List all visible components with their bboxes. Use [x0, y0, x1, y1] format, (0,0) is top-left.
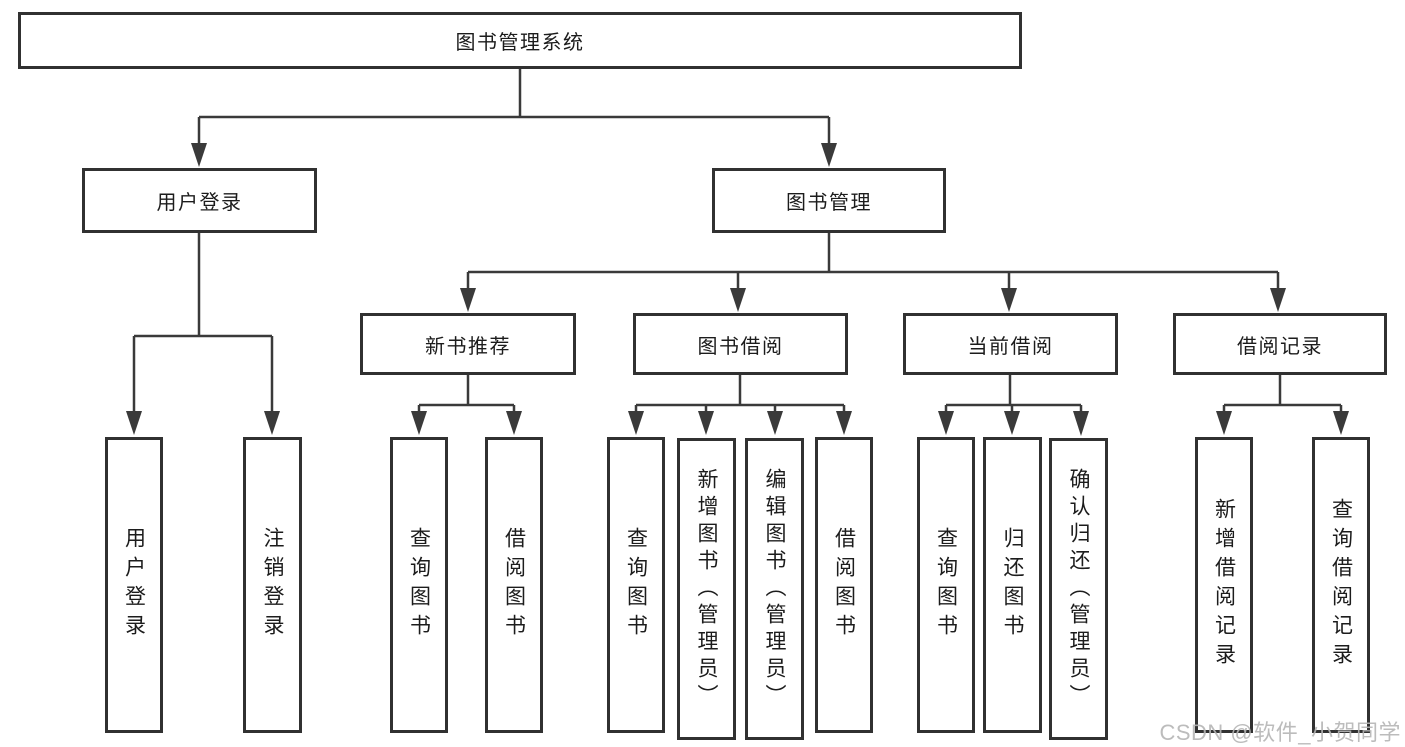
node-new-book-recommendation: 新书推荐 [360, 313, 576, 375]
node-label: 借阅记录 [1237, 335, 1323, 358]
node-label: 借阅图书 [832, 527, 856, 643]
node-label: 用户登录 [156, 192, 243, 214]
node-label: 用户登录 [122, 527, 146, 643]
node-leaf-borrow-books-recommend: 借阅图书 [485, 437, 543, 733]
node-leaf-edit-book-admin: 编辑图书（管理员） [745, 438, 804, 740]
node-label: 查询借阅记录 [1329, 498, 1353, 672]
node-label: 当前借阅 [967, 335, 1054, 358]
node-leaf-user-login: 用户登录 [105, 437, 163, 733]
node-leaf-query-borrow-record: 查询借阅记录 [1312, 437, 1370, 733]
watermark: CSDN @软件_小贺同学 [1159, 720, 1401, 745]
node-label: 借阅图书 [502, 527, 526, 643]
node-current-borrowing: 当前借阅 [903, 313, 1118, 375]
node-label: 查询图书 [624, 527, 648, 643]
node-label: 新书推荐 [425, 335, 511, 358]
node-label: 查询图书 [407, 527, 431, 643]
node-book-management: 图书管理 [712, 168, 946, 233]
branch-current-borrow [944, 375, 1083, 414]
node-library-management-system: 图书管理系统 [18, 12, 1022, 69]
node-leaf-add-borrow-record: 新增借阅记录 [1195, 437, 1253, 733]
node-leaf-query-books-recommend: 查询图书 [390, 437, 448, 733]
branch-book-borrow [634, 375, 846, 414]
branch-user-login [132, 233, 274, 414]
node-leaf-confirm-return-admin: 确认归还（管理员） [1049, 438, 1108, 740]
node-label: 图书管理 [786, 192, 872, 214]
node-label: 图书管理系统 [455, 32, 585, 54]
node-label: 注销登录 [261, 527, 284, 643]
branch-book-mgmt [466, 233, 1280, 291]
arrowheads [126, 143, 1349, 436]
node-label: 新增借阅记录 [1212, 498, 1236, 672]
node-leaf-return-book: 归还图书 [983, 437, 1042, 733]
node-label: 查询图书 [934, 527, 958, 643]
node-label: 确认归还（管理员） [1067, 467, 1090, 711]
node-label: 编辑图书（管理员） [763, 467, 786, 711]
node-label: 图书借阅 [697, 335, 784, 358]
node-book-borrowing: 图书借阅 [633, 313, 848, 375]
node-leaf-query-books-borrow: 查询图书 [607, 437, 665, 733]
node-user-login: 用户登录 [82, 168, 317, 233]
node-leaf-query-books-current: 查询图书 [917, 437, 975, 733]
node-leaf-add-book-admin: 新增图书（管理员） [677, 438, 736, 740]
node-label: 新增图书（管理员） [695, 467, 718, 711]
node-leaf-logout: 注销登录 [243, 437, 302, 733]
node-leaf-borrow-books-borrow: 借阅图书 [815, 437, 873, 733]
branch-root [197, 68, 831, 146]
branch-borrow-records [1222, 375, 1343, 414]
branch-new-book-rec [417, 375, 516, 414]
node-label: 归还图书 [1001, 527, 1024, 643]
node-borrowing-records: 借阅记录 [1173, 313, 1387, 375]
